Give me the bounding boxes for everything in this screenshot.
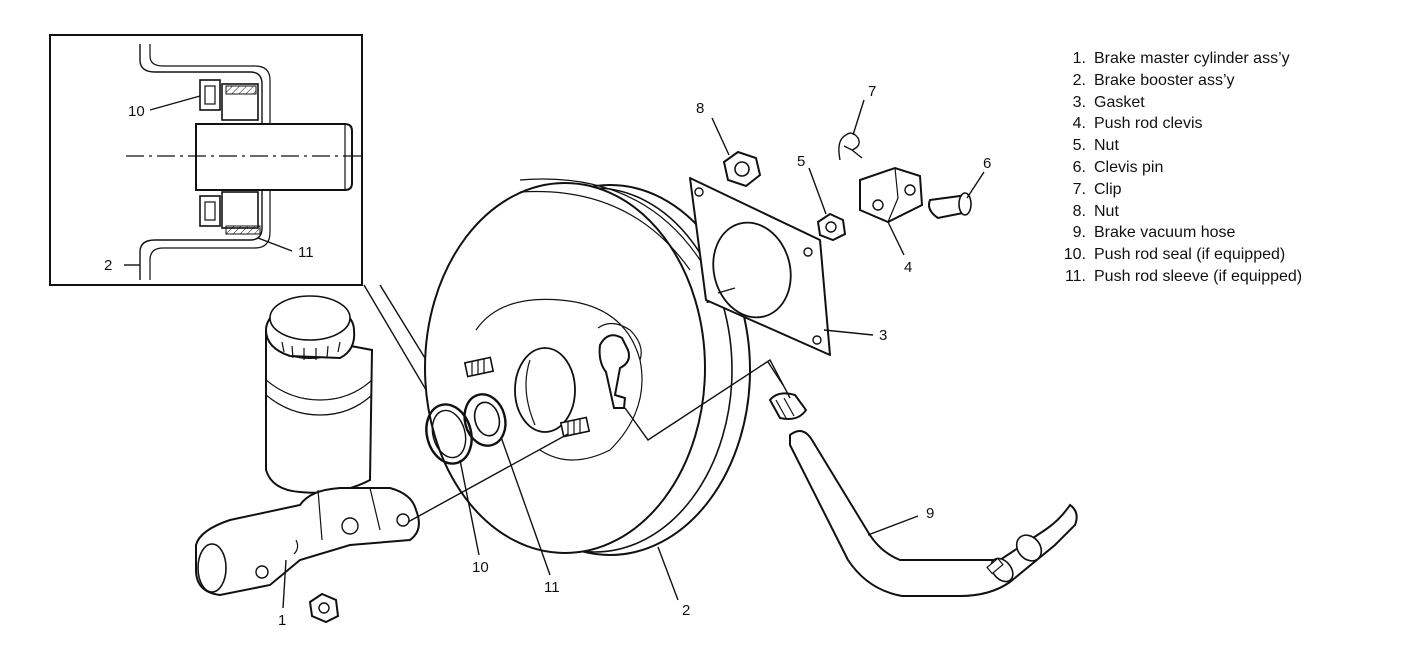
callout-5: 5 — [797, 153, 805, 170]
legend-item-number: 10. — [1063, 246, 1086, 264]
clevis-pin — [928, 192, 972, 220]
parts-legend: 1. Brake master cylinder ass’y 2. Brake boo… — [1050, 48, 1400, 288]
legend-item: 11. Push rod sleeve (if equipped) — [1050, 266, 1400, 288]
brake-master-cylinder — [195, 295, 420, 597]
callout-7: 7 — [868, 83, 876, 100]
legend-item-label: Nut — [1094, 137, 1119, 155]
legend-item-number: 11. — [1064, 267, 1086, 285]
brake-booster — [424, 178, 751, 556]
legend-item: 5. Nut — [1050, 135, 1400, 157]
booster-stud-lower — [559, 416, 591, 438]
legend-item-label: Push rod sleeve (if equipped) — [1094, 267, 1303, 285]
legend-item: 8. Nut — [1050, 201, 1400, 223]
legend-item-number: 9. — [1072, 224, 1086, 242]
inset-callout-10: 10 — [128, 103, 145, 120]
inset-push-rod — [195, 123, 353, 191]
booster-center-bore — [514, 347, 576, 433]
inset-frame — [49, 34, 363, 286]
legend-item-label: Clip — [1094, 180, 1122, 198]
legend-item-label: Brake master cylinder ass’y — [1094, 50, 1290, 67]
inset-push-rod-seal-upper — [199, 79, 259, 121]
clip-7 — [838, 132, 863, 161]
inset-callout-2: 2 — [104, 257, 112, 274]
nut-8 — [722, 150, 762, 188]
legend-item: 1. Brake master cylinder ass’y — [1050, 48, 1400, 70]
callout-8: 8 — [696, 100, 704, 117]
callout-3: 3 — [879, 327, 887, 344]
push-rod-seal — [425, 403, 473, 465]
inset-push-rod-sleeve — [225, 225, 261, 235]
callout-9: 9 — [926, 505, 934, 522]
legend-item-label: Brake booster ass’y — [1094, 71, 1235, 89]
nut-5 — [816, 212, 847, 242]
callout-1: 1 — [278, 612, 286, 629]
legend-item-number: 5. — [1072, 137, 1086, 155]
legend-item-number: 3. — [1072, 93, 1086, 111]
legend-item-number: 6. — [1072, 158, 1086, 176]
callout-4: 4 — [904, 259, 912, 276]
legend-item-label: Push rod seal (if equipped) — [1094, 246, 1286, 264]
hose-clamp — [986, 557, 1014, 583]
legend-item-number: 2. — [1072, 71, 1086, 89]
push-rod-sleeve — [463, 393, 507, 447]
callout-6: 6 — [983, 155, 991, 172]
inset-detail: 10 2 11 — [49, 34, 363, 286]
brake-vacuum-hose — [789, 430, 1078, 597]
legend-item-number: 1. — [1072, 50, 1086, 67]
callout-11: 11 — [544, 579, 560, 596]
legend-item: 6. Clevis pin — [1050, 157, 1400, 179]
legend-item-label: Push rod clevis — [1094, 115, 1203, 133]
legend-item-number: 7. — [1072, 180, 1086, 198]
legend-item-label: Brake vacuum hose — [1094, 224, 1236, 242]
legend-item-label: Nut — [1094, 202, 1119, 220]
legend-item-number: 4. — [1072, 115, 1086, 133]
gasket — [689, 177, 831, 356]
callout-10: 10 — [472, 559, 489, 576]
hose-connector — [768, 392, 808, 420]
booster-stud-upper — [463, 356, 495, 378]
legend-item: 3. Gasket — [1050, 92, 1400, 114]
legend-item: 9. Brake vacuum hose — [1050, 222, 1400, 244]
master-cylinder-nut — [308, 592, 340, 624]
legend-item: 2. Brake booster ass’y — [1050, 70, 1400, 92]
legend-item: 4. Push rod clevis — [1050, 113, 1400, 135]
legend-item-label: Gasket — [1094, 93, 1145, 111]
legend-item: 7. Clip — [1050, 179, 1400, 201]
booster-check-valve — [598, 334, 630, 409]
legend-item-label: Clevis pin — [1094, 158, 1164, 176]
push-rod-clevis — [859, 166, 924, 224]
legend-item: 10. Push rod seal (if equipped) — [1050, 244, 1400, 266]
inset-callout-11: 11 — [298, 244, 314, 261]
callout-2: 2 — [682, 602, 690, 619]
inset-push-rod-seal-lower — [199, 191, 261, 235]
legend-item-number: 8. — [1072, 202, 1086, 220]
